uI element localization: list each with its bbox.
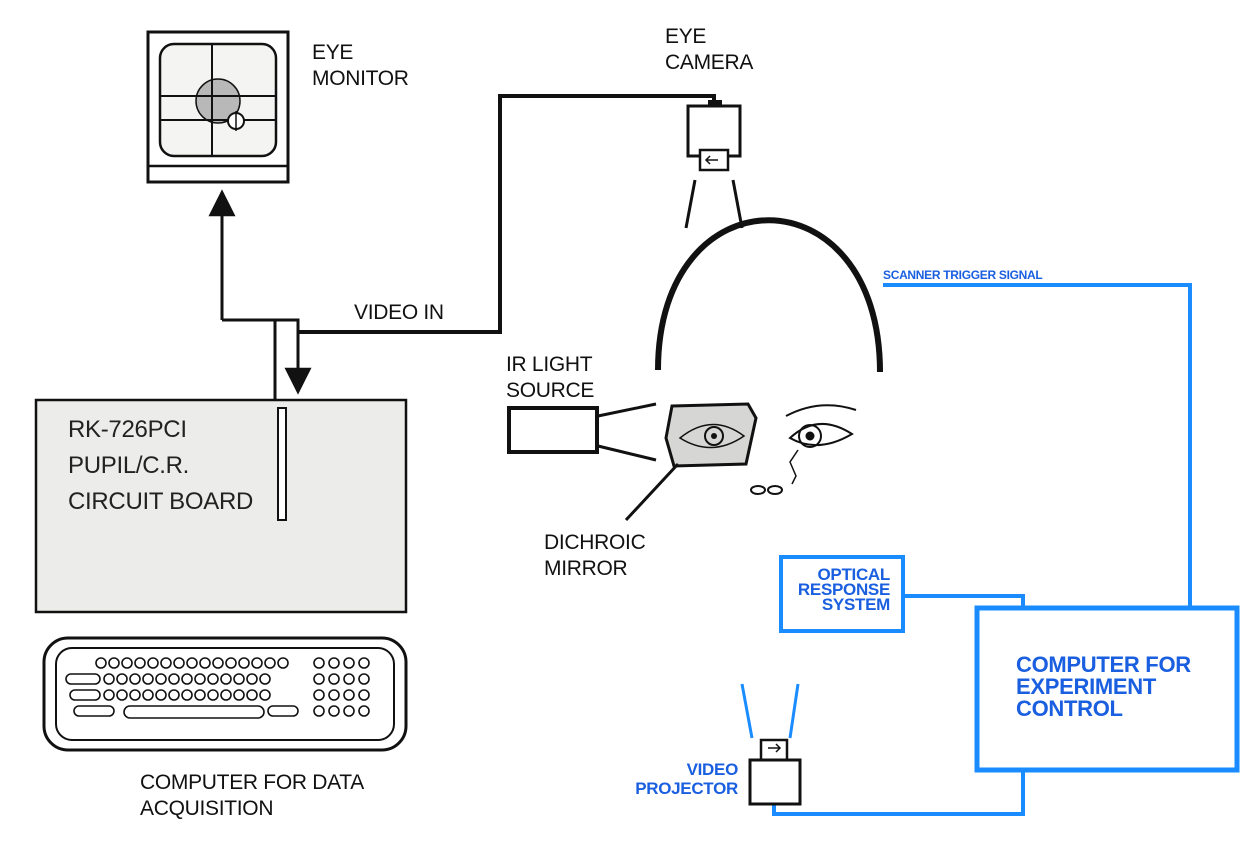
right-eye-icon [750, 404, 857, 495]
keyboard-key [142, 673, 154, 685]
video-in-label: VIDEO IN [354, 301, 444, 324]
keyboard-key [251, 657, 263, 669]
keyboard-key [233, 673, 245, 685]
keyboard-key [358, 705, 370, 717]
keyboard-key [238, 657, 250, 669]
dichroic-mirror-icon [624, 402, 758, 522]
keyboard-key [259, 673, 271, 685]
keyboard-key [343, 657, 355, 669]
experiment-computer-box [974, 605, 1240, 773]
eye-camera-label: EYE CAMERA [665, 25, 754, 74]
keyboard-key [103, 689, 115, 701]
keyboard-key [358, 657, 370, 669]
keyboard-key [328, 705, 340, 717]
dichroic-mirror-label: DICHROIC MIRROR [544, 531, 646, 580]
board-label: RK-726PCI PUPIL/C.R. CIRCUIT BOARD [68, 416, 254, 515]
keyboard-key [181, 673, 193, 685]
keyboard-key [313, 689, 325, 701]
keyboard-key [328, 673, 340, 685]
keyboard-key [103, 673, 115, 685]
keyboard-key [199, 657, 211, 669]
ir-light-source-icon [507, 402, 657, 462]
keyboard-key [108, 657, 120, 669]
keyboard-key [155, 689, 167, 701]
keyboard-key [358, 689, 370, 701]
keyboard-key [142, 689, 154, 701]
keyboard-key [194, 673, 206, 685]
keyboard-key [155, 673, 167, 685]
keyboard-key [343, 689, 355, 701]
keyboard-key [186, 657, 198, 669]
experiment-computer-label: COMPUTER FOR EXPERIMENT CONTROL [1016, 652, 1191, 721]
circuit-board-panel [34, 398, 408, 614]
experiment-wiring [772, 283, 1192, 816]
video-in-arrow [222, 318, 312, 395]
keyboard-key [233, 689, 245, 701]
eye-camera-icon [684, 100, 744, 229]
camera-cable [298, 94, 716, 334]
keyboard-key [116, 689, 128, 701]
keyboard-key [181, 689, 193, 701]
keyboard-key [343, 673, 355, 685]
keyboard-key [121, 657, 133, 669]
keyboard-key [194, 689, 206, 701]
keyboard-key [328, 657, 340, 669]
keyboard-key [212, 657, 224, 669]
eye-monitor [146, 30, 290, 184]
computer-data-label: COMPUTER FOR DATA ACQUISITION [140, 771, 364, 820]
keyboard-key [246, 689, 258, 701]
keyboard-key [264, 657, 276, 669]
keyboard-key [328, 689, 340, 701]
keyboard-key [160, 657, 172, 669]
keyboard-key [225, 657, 237, 669]
ir-light-source-label: IR LIGHT SOURCE [506, 353, 595, 402]
keyboard-key [313, 673, 325, 685]
keyboard-key [147, 657, 159, 669]
keyboard-key [220, 689, 232, 701]
keyboard-key [259, 689, 271, 701]
optical-response-label: OPTICAL RESPONSE SYSTEM [797, 565, 890, 614]
keyboard-key [116, 673, 128, 685]
keyboard-key [168, 673, 180, 685]
keyboard-key [207, 673, 219, 685]
keyboard-key [246, 673, 258, 685]
keyboard-key [129, 673, 141, 685]
keyboard-key [313, 705, 325, 717]
pupil-indicator [195, 78, 241, 124]
keyboard-key [343, 705, 355, 717]
keyboard-key [168, 689, 180, 701]
video-projector-label: VIDEO PROJECTOR [635, 760, 738, 798]
keyboard-key [220, 673, 232, 685]
keyboard-key [358, 673, 370, 685]
video-projector-icon [740, 683, 802, 806]
keyboard-key [173, 657, 185, 669]
keyboard-key [277, 657, 289, 669]
keyboard-key [95, 657, 107, 669]
keyboard-key [129, 689, 141, 701]
head-outline [655, 217, 883, 373]
eye-monitor-label: EYE MONITOR [312, 41, 409, 90]
scanner-trigger-label: SCANNER TRIGGER SIGNAL [883, 268, 1043, 282]
optical-response-box [779, 555, 905, 633]
keyboard-icon [42, 636, 408, 752]
keyboard-key [207, 689, 219, 701]
keyboard-key [313, 657, 325, 669]
keyboard-key [134, 657, 146, 669]
